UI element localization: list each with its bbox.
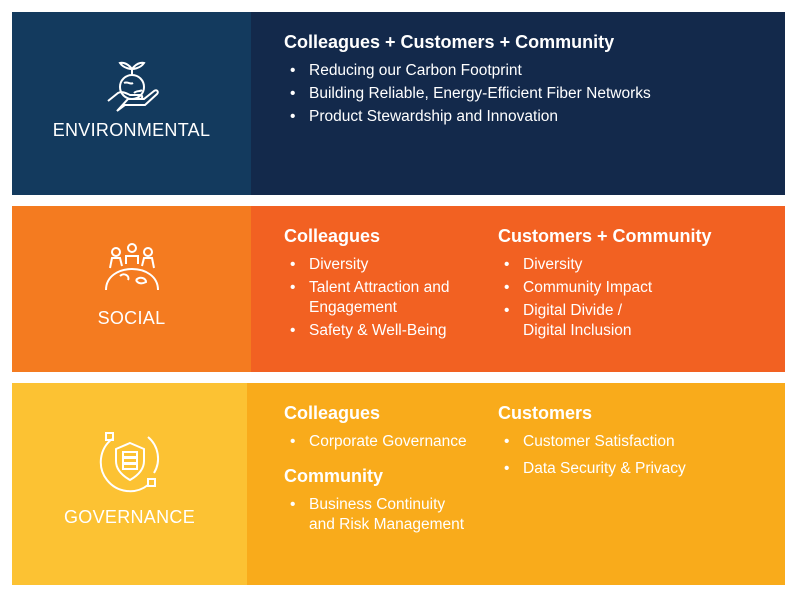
list-item: Diversity xyxy=(498,255,758,275)
social-colleagues-heading: Colleagues xyxy=(284,226,381,246)
list-item: Customer Satisfaction xyxy=(498,432,758,452)
list-item: Digital Divide / Digital Inclusion xyxy=(498,301,648,341)
social-label-panel: SOCIAL xyxy=(12,206,251,372)
list-item: Business Continuity and Risk Management xyxy=(284,495,474,535)
governance-customers-heading: Customers xyxy=(498,403,593,423)
list-item: Reducing our Carbon Footprint xyxy=(284,61,651,81)
list-item: Data Security & Privacy xyxy=(498,459,758,479)
governance-label-panel: GOVERNANCE xyxy=(12,383,247,585)
shield-server-icon xyxy=(99,432,159,493)
list-item: Product Stewardship and Innovation xyxy=(284,107,651,127)
environmental-section: ENVIRONMENTAL Colleagues + Customers + C… xyxy=(12,12,785,195)
governance-colleagues-heading: Colleagues xyxy=(284,403,381,423)
social-section: SOCIAL Colleagues Diversity Talent Attra… xyxy=(12,206,785,372)
social-customers-community-heading: Customers + Community xyxy=(498,226,712,246)
environmental-heading: Colleagues + Customers + Community xyxy=(284,32,615,52)
hand-globe-sprout-icon xyxy=(106,61,159,112)
list-item: Safety & Well-Being xyxy=(284,321,494,341)
list-item: Corporate Governance xyxy=(284,432,494,452)
list-item: Diversity xyxy=(284,255,494,275)
list-item: Community Impact xyxy=(498,278,758,298)
governance-section: GOVERNANCE Colleagues Corporate Governan… xyxy=(12,383,785,585)
social-label: SOCIAL xyxy=(97,308,166,328)
governance-content: Colleagues Corporate Governance Communit… xyxy=(247,383,785,585)
environmental-label-panel: ENVIRONMENTAL xyxy=(12,12,251,195)
environmental-content: Colleagues + Customers + Community Reduc… xyxy=(251,12,785,195)
list-item: Building Reliable, Energy-Efficient Fibe… xyxy=(284,84,651,104)
governance-label: GOVERNANCE xyxy=(63,507,196,527)
list-item: Talent Attraction and Engagement xyxy=(284,278,459,318)
people-on-globe-icon xyxy=(104,243,159,291)
governance-community-heading: Community xyxy=(284,466,383,486)
social-content: Colleagues Diversity Talent Attraction a… xyxy=(251,206,785,372)
environmental-label: ENVIRONMENTAL xyxy=(52,120,211,140)
